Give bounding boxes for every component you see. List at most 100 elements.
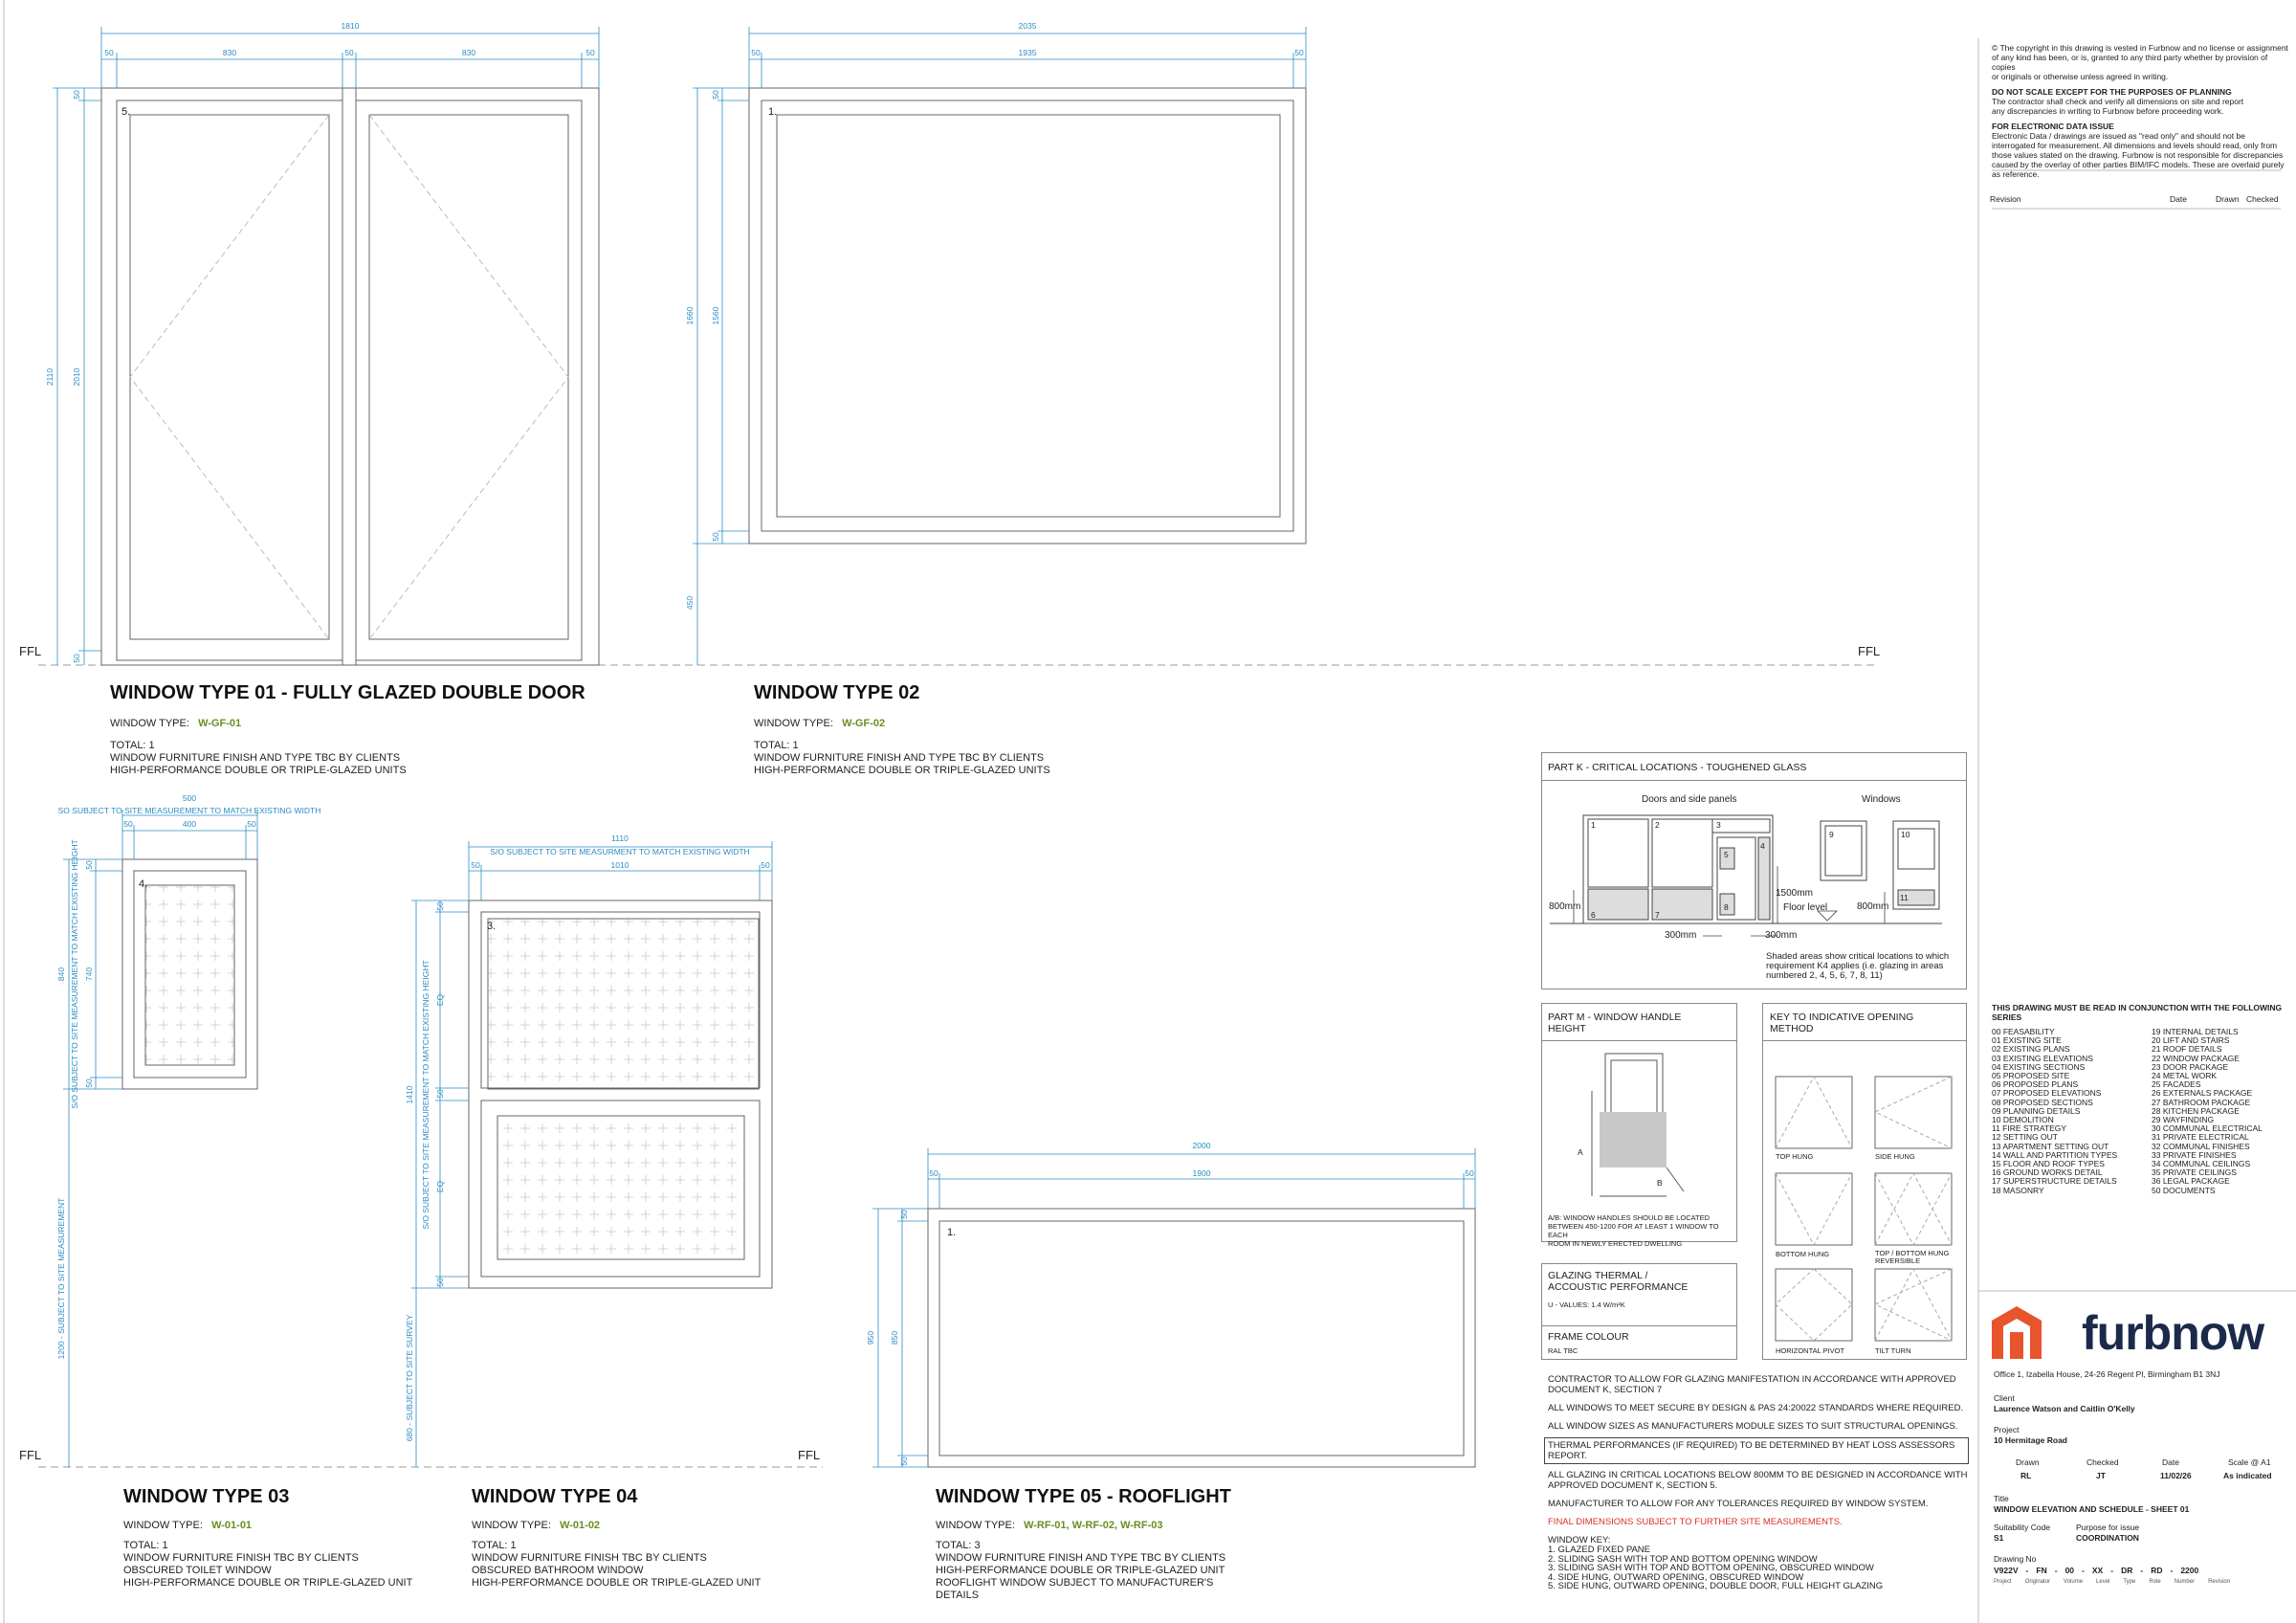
drawing-number-part: V922V bbox=[1994, 1566, 2019, 1575]
dimension-text: 830 bbox=[461, 48, 476, 57]
window-title: WINDOW TYPE 02 bbox=[754, 682, 920, 703]
dimension-text: 50 bbox=[1294, 48, 1304, 57]
checked-value: JT bbox=[2096, 1471, 2106, 1480]
general-note: MANUFACTURER TO ALLOW FOR ANY TOLERANCES… bbox=[1548, 1499, 1929, 1509]
opening-key-panel: KEY TO INDICATIVE OPENING METHOD TOP HUN… bbox=[1762, 1003, 1967, 1360]
height-800: 800mm bbox=[1549, 901, 1581, 912]
zone-number: 10 bbox=[1901, 830, 1910, 839]
height-800-windows: 800mm bbox=[1857, 901, 1889, 912]
scale-value: As indicated bbox=[2223, 1471, 2272, 1480]
drawing-number-part: 2200 bbox=[2180, 1566, 2199, 1575]
part-m-panel: PART M - WINDOW HANDLE HEIGHT A B A/B: W… bbox=[1541, 1003, 1737, 1248]
dimension-text: S/O SUBJECT TO SITE MEASUREMENT TO MATCH… bbox=[70, 839, 79, 1109]
window-note: HIGH-PERFORMANCE DOUBLE OR TRIPLE-GLAZED… bbox=[110, 765, 407, 776]
dimension-text: 50 bbox=[344, 48, 354, 57]
revision-checked-header: Checked bbox=[2246, 194, 2279, 204]
drawing-number-part: XX bbox=[2091, 1566, 2104, 1575]
dimension-text: 2035 bbox=[1018, 21, 1037, 31]
window-type-code: W-GF-02 bbox=[842, 718, 886, 729]
dimension-text: 50 bbox=[1465, 1168, 1474, 1178]
frame-colour-title: FRAME COLOUR bbox=[1548, 1331, 1629, 1343]
drawing-number-caption: Originator bbox=[2024, 1579, 2051, 1585]
series-title: THIS DRAWING MUST BE READ IN CONJUNCTION… bbox=[1992, 1003, 2283, 1022]
window-tag: 1. bbox=[947, 1227, 957, 1238]
series-item: 13 APARTMENT SETTING OUT bbox=[1992, 1141, 2109, 1151]
window-total: TOTAL: 1 bbox=[123, 1540, 168, 1551]
zone-number: 11 bbox=[1900, 893, 1909, 902]
dimension-text: 450 bbox=[685, 595, 695, 611]
title-label: Title bbox=[1994, 1494, 2009, 1503]
series-item: 19 INTERNAL DETAILS bbox=[2152, 1027, 2239, 1036]
window-tag: 3. bbox=[487, 921, 497, 932]
series-item: 01 EXISTING SITE bbox=[1992, 1035, 2062, 1046]
dimension-text: 2010 bbox=[72, 367, 81, 387]
window-total: TOTAL: 1 bbox=[754, 740, 799, 751]
window-note: HIGH-PERFORMANCE DOUBLE OR TRIPLE-GLAZED… bbox=[472, 1577, 762, 1589]
window-type-label: WINDOW TYPE: bbox=[110, 718, 189, 729]
drawn-label: Drawn bbox=[2016, 1457, 2040, 1467]
drawing-number-part: RD bbox=[2151, 1566, 2163, 1575]
revision-header: Revision bbox=[1990, 194, 2021, 204]
dimension-text: 680 - SUBJECT TO SITE SURVEY bbox=[405, 1314, 414, 1442]
dimension-text: SO SUBJECT TO SITE MEASUREMENT TO MATCH … bbox=[57, 806, 321, 815]
window-type-04-elevation bbox=[468, 900, 773, 1289]
dimension-text: 50 bbox=[899, 1456, 909, 1466]
general-notes: CONTRACTOR TO ALLOW FOR GLAZING MANIFEST… bbox=[1544, 1374, 1969, 1591]
dimension-text: 50 bbox=[247, 819, 256, 829]
drawing-number-part: - bbox=[2082, 1566, 2085, 1575]
zone-number: 4 bbox=[1760, 841, 1765, 851]
drawn-value: RL bbox=[2020, 1471, 2032, 1480]
zone-number: 5 bbox=[1724, 850, 1729, 859]
dimension-text: 50 bbox=[104, 48, 114, 57]
ffl-label: FFL bbox=[19, 1448, 42, 1462]
client-label: Client bbox=[1994, 1393, 2015, 1403]
drawing-number-caption: Number bbox=[2174, 1579, 2196, 1585]
series-item: 16 GROUND WORKS DETAIL bbox=[1992, 1167, 2103, 1178]
series-item: 17 SUPERSTRUCTURE DETAILS bbox=[1992, 1176, 2117, 1187]
window-type-code: W-GF-01 bbox=[198, 718, 242, 729]
dimension-text: 50 bbox=[435, 1089, 445, 1099]
title-block-lines bbox=[1977, 38, 2296, 1623]
zone-number: 8 bbox=[1724, 902, 1729, 912]
window-type-01-elevation bbox=[100, 87, 600, 666]
dimension-lines bbox=[53, 27, 1476, 1468]
suitability-value: S1 bbox=[1994, 1533, 2004, 1543]
window-title: WINDOW TYPE 05 - ROOFLIGHT bbox=[936, 1486, 1231, 1507]
dimension-b-label: B bbox=[1657, 1178, 1663, 1188]
window-note: DETAILS bbox=[936, 1590, 980, 1601]
drawing-no-label: Drawing No bbox=[1994, 1554, 2037, 1564]
dimension-text: 50 bbox=[435, 1278, 445, 1287]
brand-name: furbnow bbox=[2082, 1306, 2264, 1360]
dimension-text: 950 bbox=[866, 1330, 875, 1345]
window-type-01-schedule: WINDOW TYPE 01 - FULLY GLAZED DOUBLE DOO… bbox=[110, 682, 585, 777]
window-type-05-schedule: WINDOW TYPE 05 - ROOFLIGHT WINDOW TYPE: … bbox=[936, 1486, 1231, 1602]
zone-number: 6 bbox=[1591, 910, 1596, 920]
dimension-text: 1010 bbox=[610, 860, 629, 870]
dimension-text: EQ bbox=[435, 993, 445, 1007]
dimension-text: 830 bbox=[222, 48, 237, 57]
doors-label: Doors and side panels bbox=[1642, 794, 1737, 805]
client-value: Laurence Watson and Caitlin O'Kelly bbox=[1994, 1404, 2135, 1413]
window-type-label: WINDOW TYPE: bbox=[123, 1520, 203, 1531]
series-item: 09 PLANNING DETAILS bbox=[1992, 1105, 2081, 1116]
dimension-text: 50 bbox=[711, 90, 720, 100]
dimension-text: 2000 bbox=[1192, 1141, 1211, 1150]
furbnow-logo-mark bbox=[1992, 1306, 2042, 1359]
project-label: Project bbox=[1994, 1425, 2020, 1434]
series-item: 07 PROPOSED ELEVATIONS bbox=[1992, 1088, 2102, 1099]
window-title: WINDOW TYPE 01 - FULLY GLAZED DOUBLE DOO… bbox=[110, 682, 585, 703]
window-note: WINDOW FURNITURE FINISH AND TYPE TBC BY … bbox=[110, 752, 401, 764]
width-300: 300mm bbox=[1765, 930, 1798, 941]
series-item: 25 FACADES bbox=[2152, 1079, 2201, 1090]
series-item: 20 LIFT AND STAIRS bbox=[2152, 1035, 2230, 1046]
part-k-dims bbox=[1573, 866, 1886, 937]
series-item: 21 ROOF DETAILS bbox=[2152, 1044, 2222, 1055]
drawing-number-caption: Level bbox=[2096, 1579, 2110, 1585]
company-address: Office 1, Izabella House, 24-26 Regent P… bbox=[1994, 1369, 2220, 1379]
window-type-code: W-01-02 bbox=[560, 1520, 601, 1531]
dimension-text: 1200 - SUBJECT TO SITE MEASUREMENT bbox=[56, 1197, 66, 1360]
dimension-text: 50 bbox=[761, 860, 770, 870]
series-item: 00 FEASABILITY bbox=[1992, 1027, 2055, 1036]
dimension-text: 50 bbox=[84, 1078, 94, 1088]
